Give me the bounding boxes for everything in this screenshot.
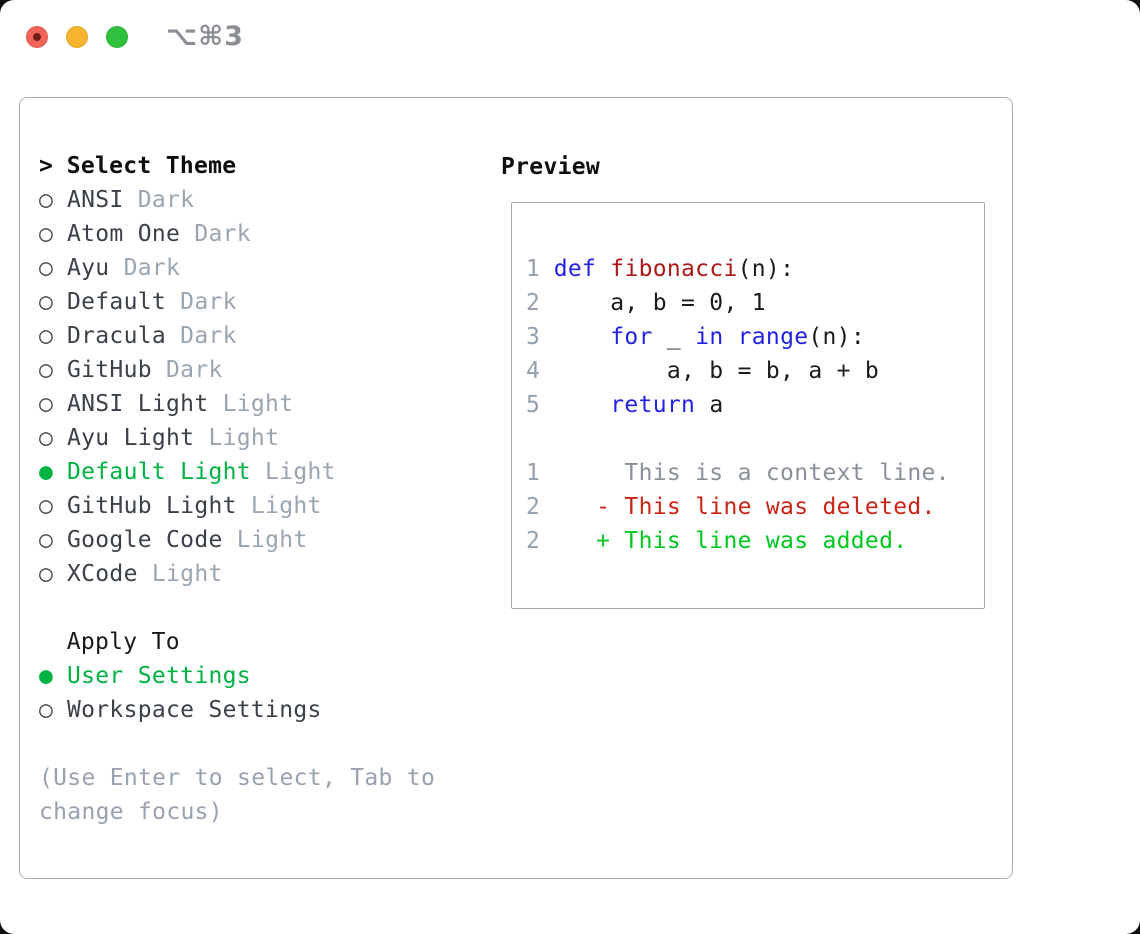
option-variant-label: Dark [109,255,181,281]
option-label: Default Light [52,459,251,485]
preview-line: 5 return a [526,388,984,422]
apply-to-header: Apply To [66,629,180,655]
radio-icon: ○ [39,425,54,451]
radio-selected-icon: ● [39,459,54,485]
code-text: a, b = 0, 1 [553,290,766,316]
option-variant-label: Dark [166,323,237,349]
theme-option-ansi-light[interactable]: ○ ANSI Light Light [39,387,484,421]
option-variant-label: Dark [151,357,223,383]
maximize-button[interactable] [106,26,128,48]
code-text: for _ in range(n): [610,324,865,350]
line-number: 2 [526,494,541,520]
option-label: Atom One [52,221,181,247]
theme-option-ayu[interactable]: ○ Ayu Dark [39,251,484,285]
radio-icon: ○ [39,561,54,587]
preview-line: 4 a, b = b, a + b [526,354,984,388]
preview-line: 1 def fibonacci(n): [526,252,984,286]
radio-selected-icon: ● [39,663,54,689]
radio-icon: ○ [39,187,54,213]
option-label: Workspace Settings [52,697,322,723]
preview-line: 3 for _ in range(n): [526,320,984,354]
option-variant-label: Dark [180,221,251,247]
select-theme-header: > Select Theme [39,149,484,183]
radio-icon: ○ [39,357,54,383]
line-number: 2 [526,528,541,554]
theme-option-dracula[interactable]: ○ Dracula Dark [39,319,484,353]
preview-line: 1 This is a context line. [526,456,984,490]
line-number: 5 [526,392,541,418]
option-label: ANSI [52,187,124,213]
option-label: Ayu [52,255,110,281]
theme-option-default-light[interactable]: ● Default Light Light [39,455,484,489]
code-text: return a [610,392,724,418]
theme-picker-panel: >Select Theme ○ ANSI Dark○ Atom One Dark… [19,97,1013,879]
option-label: Default [52,289,167,315]
hint-line-1: (Use Enter to select, Tab to [39,765,436,791]
window-shortcut-label: ⌥⌘3 [166,21,244,52]
theme-option-default[interactable]: ○ Default Dark [39,285,484,319]
option-variant-label: Dark [166,289,237,315]
option-variant-label: Dark [123,187,195,213]
close-button[interactable] [26,26,48,48]
option-label: GitHub Light [52,493,237,519]
apply-option-user-settings[interactable]: ● User Settings [39,659,484,693]
preview-line: 2 + This line was added. [526,524,984,558]
line-number: 1 [526,460,541,486]
radio-icon: ○ [39,391,54,417]
radio-icon: ○ [39,221,54,247]
apply-option-workspace-settings[interactable]: ○ Workspace Settings [39,693,484,727]
radio-icon: ○ [39,697,54,723]
option-variant-label: Light [222,527,308,553]
option-label: GitHub [52,357,152,383]
radio-icon: ○ [39,323,54,349]
select-theme-title: Select Theme [66,153,237,179]
line-number: 3 [526,324,541,350]
prompt-caret-icon: > [39,153,54,179]
option-variant-label: Light [250,459,336,485]
spacer [39,591,484,625]
theme-option-google-code[interactable]: ○ Google Code Light [39,523,484,557]
hint-line-2: change focus) [39,799,223,825]
option-variant-label: Light [137,561,223,587]
line-number: 1 [526,256,541,282]
option-label: User Settings [52,663,251,689]
minimize-button[interactable] [66,26,88,48]
theme-option-atom-one[interactable]: ○ Atom One Dark [39,217,484,251]
option-label: XCode [52,561,138,587]
theme-option-github[interactable]: ○ GitHub Dark [39,353,484,387]
radio-icon: ○ [39,493,54,519]
preview-line: 2 a, b = 0, 1 [526,286,984,320]
line-number: 2 [526,290,541,316]
line-number: 4 [526,358,541,384]
spacer [39,727,484,761]
theme-list: ○ ANSI Dark○ Atom One Dark○ Ayu Dark○ De… [39,183,484,591]
option-variant-label: Light [194,425,280,451]
code-text: a, b = b, a + b [553,358,880,384]
theme-option-ansi[interactable]: ○ ANSI Dark [39,183,484,217]
theme-option-ayu-light[interactable]: ○ Ayu Light Light [39,421,484,455]
preview-line: 2 - This line was deleted. [526,490,984,524]
radio-icon: ○ [39,289,54,315]
radio-icon: ○ [39,527,54,553]
option-label: ANSI Light [52,391,209,417]
close-dot-icon [33,33,41,41]
option-label: Google Code [52,527,223,553]
code-text: def fibonacci(n): [553,256,795,282]
option-label: Dracula [52,323,167,349]
preview-line [526,422,984,456]
code-text: - This line was deleted. [553,494,936,520]
theme-option-xcode[interactable]: ○ XCode Light [39,557,484,591]
option-variant-label: Light [208,391,294,417]
theme-selector-column: >Select Theme ○ ANSI Dark○ Atom One Dark… [39,149,484,829]
preview-title: Preview [501,154,601,180]
code-text: + This line was added. [553,528,908,554]
apply-to-list: ● User Settings○ Workspace Settings [39,659,484,727]
radio-icon: ○ [39,255,54,281]
option-label: Ayu Light [52,425,195,451]
code-text: This is a context line. [553,460,950,486]
theme-option-github-light[interactable]: ○ GitHub Light Light [39,489,484,523]
option-variant-label: Light [236,493,322,519]
